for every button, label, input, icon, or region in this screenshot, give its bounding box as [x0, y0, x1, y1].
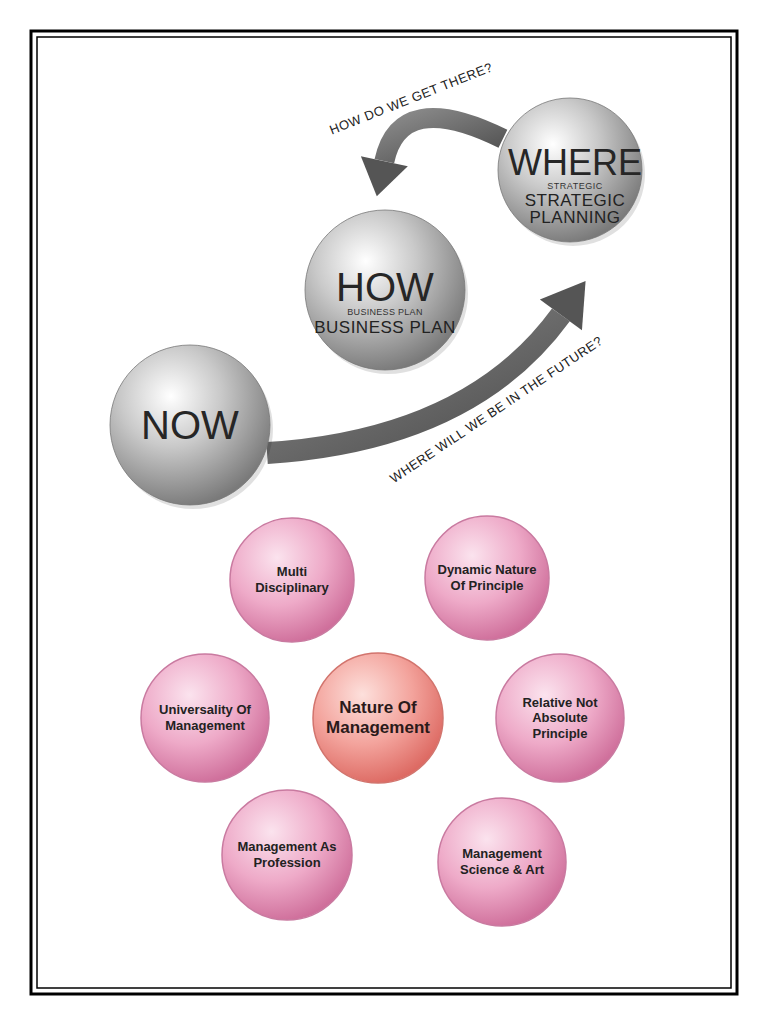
feature-circle: Management As Profession — [219, 787, 355, 923]
text-stack: WHERESTRATEGICSTRATEGIC PLANNING — [490, 145, 660, 226]
circle-label: Management As Profession — [235, 839, 339, 870]
sphere-node: NOW — [110, 345, 270, 505]
flow-arrow — [361, 118, 503, 196]
circle-label: Universality Of Management — [154, 702, 256, 733]
circle-label: Relative Not Absolute Principle — [509, 695, 611, 742]
center-label: Nature Of Management — [326, 698, 430, 739]
feature-circle: Relative Not Absolute Principle — [493, 651, 627, 785]
sphere-node: WHERESTRATEGICSTRATEGIC PLANNING — [490, 95, 660, 275]
text-stack: NOW — [110, 405, 270, 445]
circle-label: Management Science & Art — [451, 846, 553, 877]
feature-circle: Dynamic Nature Of Principle — [422, 513, 552, 643]
arrow-head — [361, 156, 408, 196]
feature-circle: Multi Disciplinary — [227, 515, 357, 645]
circle-shape — [438, 798, 566, 926]
sphere-heading: WHERE — [505, 145, 645, 181]
center-circle: Nature Of Management — [310, 650, 446, 786]
sphere-caption: STRATEGIC — [505, 181, 645, 192]
circle-shape — [141, 654, 269, 782]
sphere-caption: BUSINESS PLAN — [285, 307, 485, 319]
text-stack: Multi Disciplinary — [227, 515, 357, 645]
text-stack: Management As Profession — [219, 787, 355, 923]
text-stack: Management Science & Art — [435, 795, 569, 929]
sphere-heading: HOW — [285, 267, 485, 307]
arrow-band — [267, 315, 561, 453]
feature-circle: Universality Of Management — [138, 651, 272, 785]
sphere-heading: NOW — [115, 405, 265, 445]
outer-border — [31, 31, 737, 994]
circle-label: Dynamic Nature Of Principle — [438, 562, 537, 593]
text-stack: HOWBUSINESS PLANBUSINESS PLAN — [285, 267, 485, 336]
feature-circle: Management Science & Art — [435, 795, 569, 929]
circle-label: Multi Disciplinary — [243, 564, 342, 595]
text-stack: Nature Of Management — [310, 650, 446, 786]
sphere-shape — [110, 345, 270, 505]
inner-border — [37, 37, 731, 988]
arrow-band — [384, 118, 503, 161]
edge-label: HOW DO WE GET THERE? — [328, 60, 495, 138]
circle-shape — [230, 518, 354, 642]
circle-shape — [425, 516, 549, 640]
sphere-node: HOWBUSINESS PLANBUSINESS PLAN — [285, 205, 485, 385]
sphere-caption: STRATEGIC PLANNING — [510, 192, 640, 226]
arrow-head — [540, 281, 586, 330]
circle-shape — [313, 653, 443, 783]
circle-shape — [496, 654, 624, 782]
text-stack: Dynamic Nature Of Principle — [422, 513, 552, 643]
sphere-caption: BUSINESS PLAN — [285, 319, 485, 336]
text-stack: Relative Not Absolute Principle — [493, 651, 627, 785]
circle-shape — [222, 790, 352, 920]
text-stack: Universality Of Management — [138, 651, 272, 785]
